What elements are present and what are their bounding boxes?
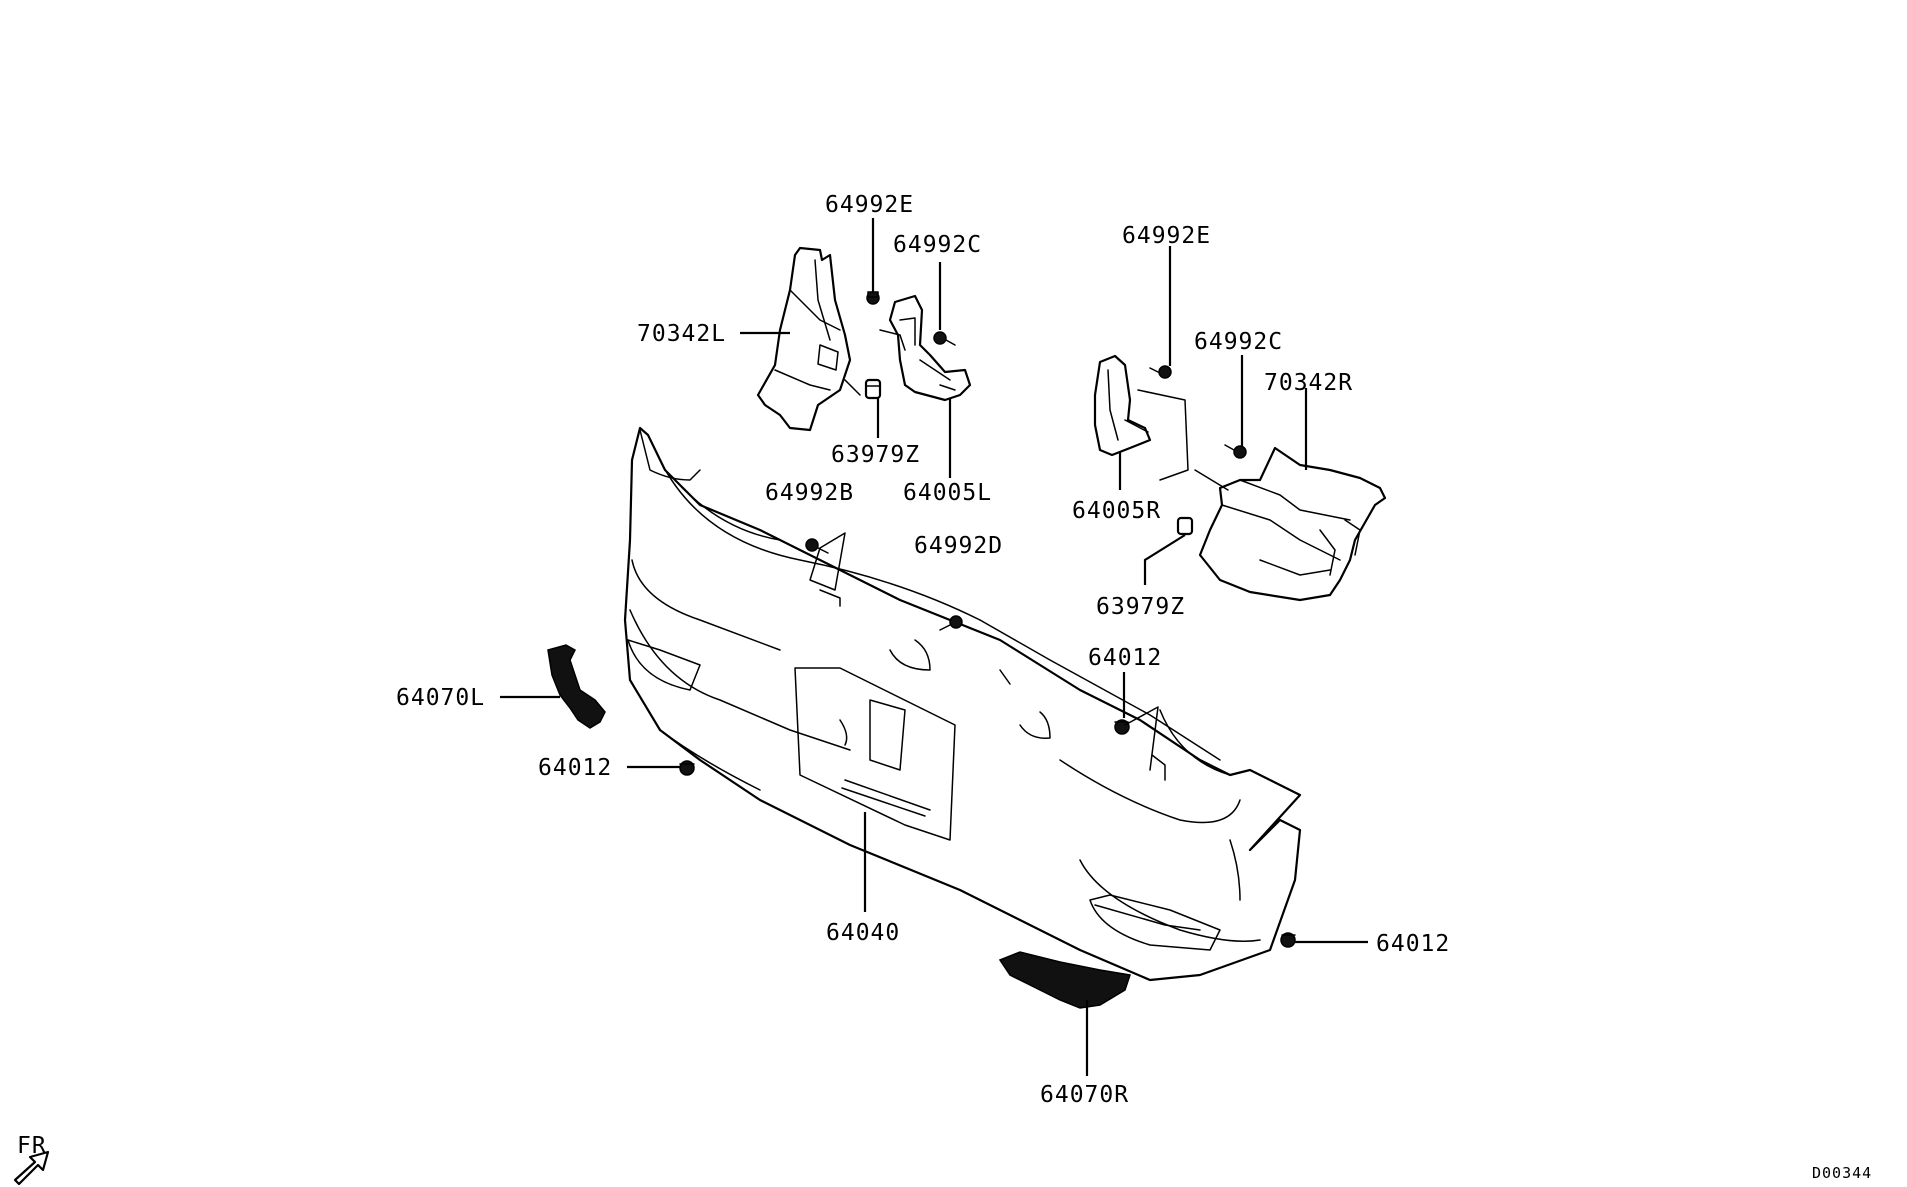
label-63979Z-right: 63979Z [1096,594,1185,620]
label-64992C-left: 64992C [893,232,982,258]
screw-64992E-left[interactable] [866,291,880,305]
label-64070R: 64070R [1040,1082,1129,1108]
clip-63979Z-left[interactable] [864,378,882,400]
assembly-guides [809,329,1229,771]
label-64070L: 64070L [396,685,485,711]
screw-64992B[interactable] [805,538,829,554]
label-63979Z-left: 63979Z [831,442,920,468]
reflector-64070R[interactable] [998,951,1131,1009]
label-64005R: 64005R [1072,498,1161,524]
clip-64012-right[interactable] [1280,932,1296,948]
screw-64992C-left[interactable] [933,331,956,346]
label-64012-top: 64012 [1088,645,1162,671]
label-70342R: 70342R [1264,370,1353,396]
label-64992C-right: 64992C [1194,329,1283,355]
screw-64992E-right[interactable] [1149,365,1172,379]
screw-64992D[interactable] [939,615,963,631]
label-64992B: 64992B [765,480,854,506]
reflector-64070L[interactable] [547,644,606,729]
front-direction-marker: FR [13,1133,50,1186]
clip-64012-left[interactable] [679,760,695,776]
diagram-code: D00344 [1812,1164,1872,1182]
bracket-64005R[interactable] [1093,354,1152,457]
screw-64992C-right[interactable] [1224,444,1247,459]
clip-63979Z-right[interactable] [1176,516,1194,536]
leader-lines [500,218,1368,1076]
label-64992E-right: 64992E [1122,223,1211,249]
label-64012-left: 64012 [538,755,612,781]
bumper-cover-64040[interactable] [623,426,1302,982]
bracket-64005L[interactable] [888,294,972,402]
label-64005L: 64005L [903,480,992,506]
label-64992E-left: 64992E [825,192,914,218]
bracket-70342R[interactable] [1198,446,1387,602]
front-arrow-icon [13,1150,50,1186]
clip-64012-top[interactable] [1114,719,1130,735]
label-70342L: 70342L [637,321,726,347]
label-64012-right: 64012 [1376,931,1450,957]
label-64040: 64040 [826,920,900,946]
label-64992D: 64992D [914,533,1003,559]
bracket-70342L[interactable] [756,246,852,432]
